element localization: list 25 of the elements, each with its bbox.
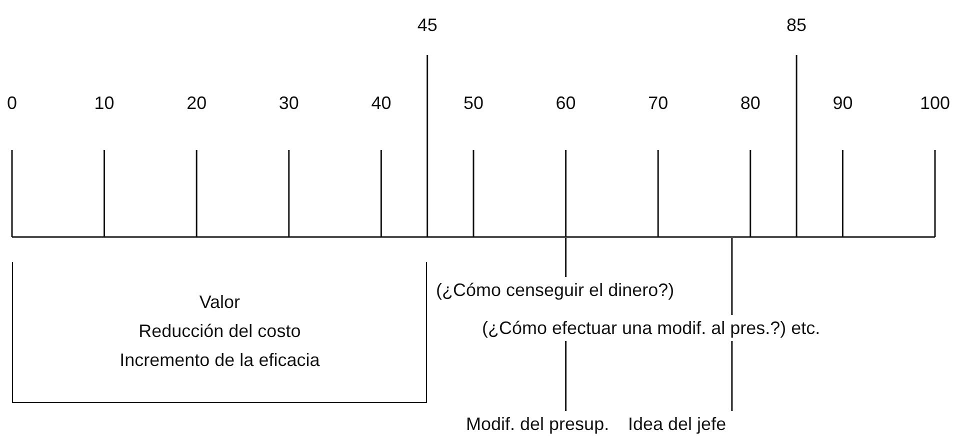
scale-number: 85 (786, 14, 807, 36)
annotation-text: (¿Cómo efectuar una modif. al pres.?) etc. (482, 316, 820, 340)
scale-number: 30 (278, 92, 299, 114)
annotation-text: (¿Cómo censeguir el dinero?) (436, 278, 674, 302)
scale-number: 70 (648, 92, 668, 114)
scale-number: 45 (417, 14, 438, 36)
connector-line (565, 341, 567, 411)
annotation-text: Modif. del presup. (466, 412, 610, 436)
scale-number: 60 (556, 92, 576, 114)
bracket-text: Valor (199, 291, 240, 314)
annotation-text: Idea del jefe (628, 412, 726, 436)
scale-number: 10 (94, 92, 114, 114)
scale-number: 40 (371, 92, 392, 114)
bracket-text: Incremento de la eficacia (120, 349, 320, 372)
scale-number: 90 (832, 92, 853, 114)
scale-number: 0 (7, 92, 18, 114)
scale-number: 100 (920, 92, 950, 114)
scale-number: 80 (740, 92, 760, 114)
connector-line (731, 238, 733, 315)
bracket-text: Reducción del costo (138, 320, 301, 343)
connector-line (731, 341, 733, 411)
connector-line (565, 238, 567, 277)
scale-number: 50 (464, 92, 484, 114)
scale-number: 20 (186, 92, 207, 114)
bracket-frame (12, 262, 428, 403)
